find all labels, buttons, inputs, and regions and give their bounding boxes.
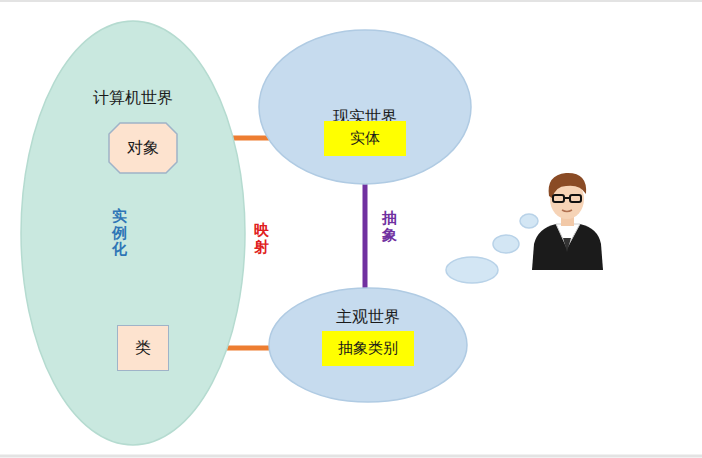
ellipse-shape (21, 21, 245, 445)
object-box: 对象 (108, 122, 178, 174)
world-ellipse: 现实世界实体 (258, 29, 472, 185)
ellipse-shape (269, 288, 467, 402)
thought-bubble (446, 257, 498, 283)
edge-label: 实例化 (112, 208, 127, 258)
world-ellipse: 计算机世界对象类 (20, 20, 246, 446)
region-title: 主观世界 (333, 307, 403, 326)
frame-line (0, 0, 702, 2)
vest (532, 224, 603, 270)
mouth (562, 210, 572, 212)
box-label: 实体 (350, 129, 380, 148)
glasses (570, 195, 581, 202)
edge-label: 抽象 (382, 210, 397, 243)
glasses (564, 197, 570, 199)
frame-line (0, 455, 702, 458)
region-title: 计算机世界 (90, 88, 176, 107)
person-figure (532, 173, 603, 270)
arrow-connector (141, 174, 146, 325)
class-box: 类 (117, 325, 169, 371)
glasses (553, 195, 564, 202)
ellipse-outline (20, 20, 246, 446)
arrow-connector (169, 346, 322, 351)
box-label: 对象 (127, 138, 159, 159)
entity-box: 实体 (324, 121, 406, 156)
arrow-connector (363, 156, 368, 331)
box-label: 抽象类别 (338, 339, 398, 358)
mapping-label: 映射 (254, 222, 269, 255)
ellipse-shape (259, 30, 471, 184)
arrow-connector (178, 136, 324, 141)
box-label: 类 (135, 338, 151, 359)
thought-bubble (493, 235, 519, 253)
category-box: 抽象类别 (322, 331, 414, 366)
tie (563, 238, 571, 252)
world-ellipse: 主观世界抽象类别 (268, 287, 468, 403)
octagon-shape (109, 123, 177, 173)
thought-bubble (520, 214, 538, 228)
